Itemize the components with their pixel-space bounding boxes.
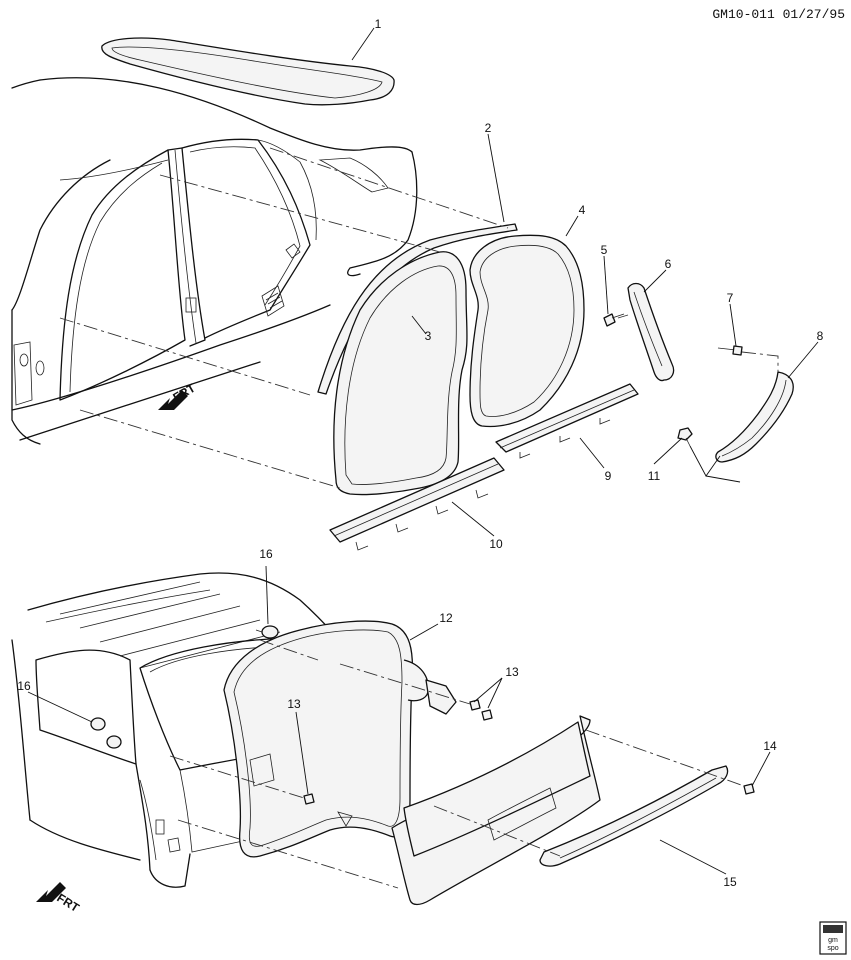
callout-16-left: 16	[17, 679, 31, 693]
part-8-wheelhouse-molding	[715, 371, 794, 463]
part-7-bolt	[717, 345, 743, 356]
callout-6: 6	[665, 257, 672, 271]
callout-8: 8	[817, 329, 824, 343]
callout-5: 5	[601, 243, 608, 257]
part-3-front-door-weatherstrip	[333, 251, 468, 496]
logo-text-spo: spo	[827, 945, 838, 952]
part-11-push-pin	[677, 427, 693, 447]
part-13-hinge-bracket	[425, 679, 457, 715]
front-direction-arrow-icon	[158, 390, 188, 410]
part-16-bumper-upper	[255, 625, 279, 639]
part-16-bumper-left-b	[106, 735, 122, 749]
frt-label-lower: FRT	[54, 891, 82, 916]
part-14-screw	[743, 783, 755, 795]
callout-10: 10	[489, 537, 503, 551]
part-6-pillar-trim	[627, 282, 675, 382]
callout-4: 4	[579, 203, 586, 217]
gm-spo-logo-icon: gm spo	[819, 921, 847, 955]
callout-9: 9	[605, 469, 612, 483]
part-13-screw-c	[303, 793, 315, 805]
callout-7: 7	[727, 291, 734, 305]
diagram-code: GM10-011 01/27/95	[712, 7, 845, 22]
part-5-screw	[603, 313, 625, 327]
part-1-rear-window-seal	[101, 37, 395, 106]
callout-12: 12	[439, 611, 453, 625]
callout-2: 2	[485, 121, 492, 135]
logo-text-gm: gm	[828, 937, 838, 944]
callout-13-hinge: 13	[505, 665, 519, 679]
callout-13-body: 13	[287, 697, 301, 711]
callout-11: 11	[648, 469, 661, 483]
sedan-body-illustration	[11, 77, 418, 445]
callout-14: 14	[763, 739, 777, 753]
part-10-front-sill-plate	[329, 457, 505, 551]
callout-1: 1	[375, 17, 382, 31]
part-12-liftgate-weatherstrip	[223, 620, 429, 858]
frt-label-upper: FRT	[171, 380, 199, 404]
part-4-rear-door-weatherstrip	[469, 234, 585, 428]
callout-3: 3	[425, 329, 432, 343]
part-15-liftgate-trim-panel	[391, 715, 729, 906]
part-13-screw-b	[481, 709, 493, 721]
part-9-rear-sill-plate	[495, 383, 639, 459]
part-16-bumper-left-a	[90, 717, 106, 731]
callout-16-upper: 16	[259, 547, 273, 561]
callout-15: 15	[723, 875, 737, 889]
front-direction-arrow-icon-lower	[36, 882, 66, 902]
